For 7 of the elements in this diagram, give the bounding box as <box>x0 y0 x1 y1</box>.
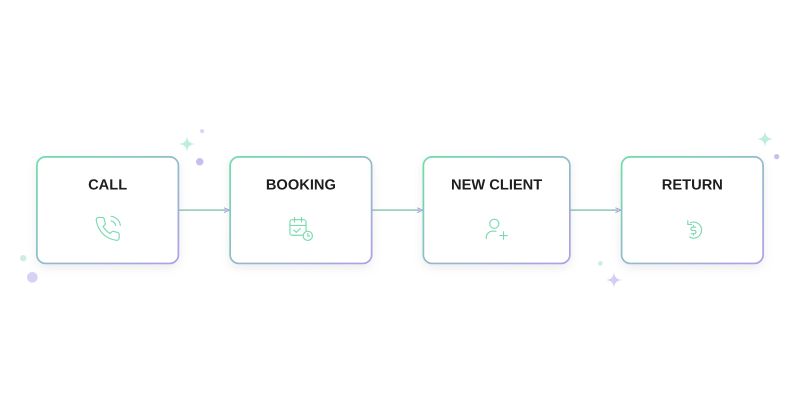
node-box: CALL <box>36 156 180 264</box>
node-box: RETURN <box>620 156 764 264</box>
node-box: NEW CLIENT <box>422 156 571 264</box>
arrow <box>570 207 622 213</box>
arrow <box>178 207 230 213</box>
node-box: BOOKING <box>229 156 372 264</box>
arrow <box>372 207 424 213</box>
